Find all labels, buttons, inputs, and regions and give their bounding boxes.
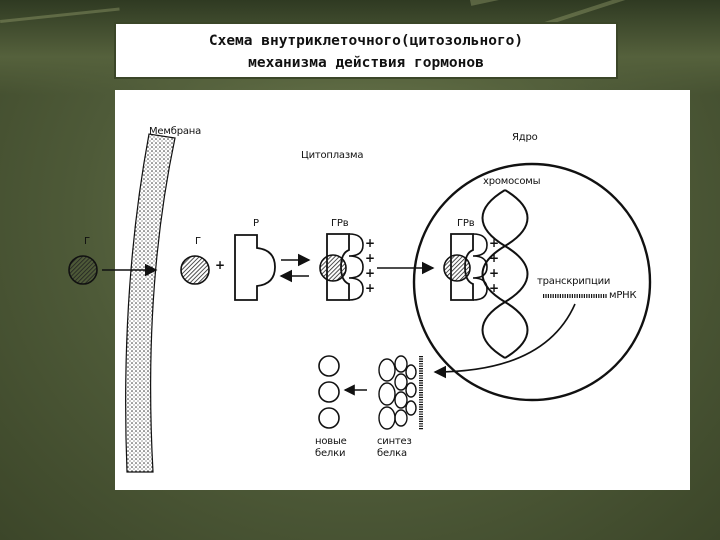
slide-title-line-2: механизма действия гормонов: [248, 55, 484, 71]
hormone-nuclear: [443, 254, 471, 282]
new-proteins-label-line-1: новые: [315, 436, 347, 447]
protein-synthesis-label-line-2: белка: [377, 448, 407, 459]
hormone-bound: [319, 254, 347, 282]
hormone-mechanism-diagram: Мембрана Цитоплазма Ядро хромосомы Г + Р…: [115, 90, 690, 490]
nuclear-plus-1: +: [489, 236, 499, 250]
mrna-label: мРНК: [609, 290, 637, 301]
cytoplasm-label: Цитоплазма: [301, 150, 364, 161]
chromosome-strand-a: [481, 189, 529, 359]
nucleus: [412, 162, 652, 402]
hormone-outside-layer: [115, 90, 690, 490]
slide-title-line-1: Схема внутриклеточного(цитозольного): [208, 33, 524, 49]
chromosome-strand-b: [481, 189, 529, 359]
hormone-cytoplasm: [180, 255, 210, 285]
receptor-plus-3: +: [365, 266, 375, 280]
new-proteins-label-line-2: белки: [315, 448, 346, 459]
arrow-membrane-transport: [102, 264, 158, 276]
transcription-label: транскрипции: [537, 276, 611, 287]
nuclear-plus-2: +: [489, 251, 499, 265]
plus-free-hormone: +: [215, 258, 225, 272]
membrane-label: Мембрана: [149, 126, 202, 137]
complex-label: ГРв: [331, 218, 349, 229]
receptor-label: Р: [253, 218, 259, 229]
arrow-mrna-to-ribosome: [433, 303, 576, 379]
ribosome-cluster: [378, 355, 417, 430]
new-protein: [318, 407, 340, 429]
receptor-plus-2: +: [365, 251, 375, 265]
receptor-free: [234, 234, 276, 301]
hormone-extracellular: [68, 255, 98, 285]
hormone-outside-label: Г: [84, 236, 90, 247]
chromosomes-label: хромосомы: [483, 176, 541, 187]
nuclear-plus-3: +: [489, 266, 499, 280]
hormone-inside-label: Г: [195, 236, 201, 247]
diagram-drawing: [125, 133, 652, 473]
cell-membrane: [125, 133, 176, 473]
nucleus-label: Ядро: [512, 132, 538, 143]
receptor-plus-1: +: [365, 236, 375, 250]
nuclear-plus-4: +: [489, 281, 499, 295]
complex-nucleus-label: ГРв: [457, 218, 475, 229]
receptor-plus-4: +: [365, 281, 375, 295]
new-protein: [318, 355, 340, 377]
receptor-complex-bumps: [348, 233, 364, 301]
protein-synthesis-label-line-1: синтез: [377, 436, 412, 447]
nuclear-complex-bumps: [472, 233, 488, 301]
new-protein: [318, 381, 340, 403]
slide-title: Схема внутриклеточного(цитозольного) мех…: [114, 22, 618, 79]
